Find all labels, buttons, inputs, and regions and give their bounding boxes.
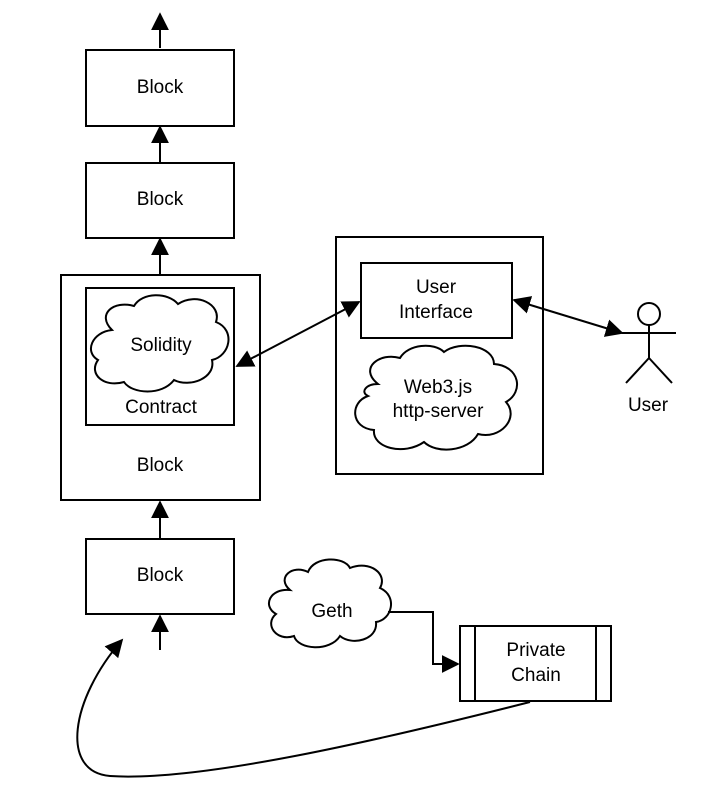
arrow-ui-user: [512, 296, 624, 337]
private-chain-line2: Chain: [511, 665, 561, 686]
block-bottom: Block: [85, 538, 235, 615]
user-interface-line1: User: [416, 277, 457, 298]
web3-line1: Web3.js: [404, 377, 472, 398]
user-interface-line2: Interface: [399, 302, 473, 323]
server-box: User Interface Web3.js http-server: [335, 236, 544, 475]
web3-line2: http-server: [393, 401, 484, 422]
private-chain-line1: Private: [506, 640, 565, 661]
arrow-private-chain-to-chain: [76, 638, 531, 778]
block-contract: Solidity Contract Block: [60, 274, 261, 501]
user-actor-label: User: [628, 395, 669, 416]
solidity-label: Solidity: [130, 335, 192, 356]
geth-node: Geth: [268, 558, 392, 649]
block-top-label: Block: [137, 77, 184, 98]
arrow-contract-ui: [235, 301, 361, 367]
block-bottom-label: Block: [137, 565, 184, 586]
private-chain-box: Private Chain: [459, 625, 612, 702]
arrow-geth-private-chain: [388, 611, 460, 673]
geth-cloud: [268, 558, 392, 649]
user-actor-icon: [622, 302, 676, 384]
user-interface-box: [360, 262, 513, 339]
web3-cloud: [354, 344, 518, 451]
contract-label: Contract: [125, 397, 198, 418]
solidity-cloud: [90, 294, 230, 393]
block-second: Block: [85, 162, 235, 239]
geth-label: Geth: [311, 601, 352, 622]
block-top: Block: [85, 49, 235, 127]
block-contract-label: Block: [137, 455, 184, 476]
block-second-label: Block: [137, 189, 184, 210]
